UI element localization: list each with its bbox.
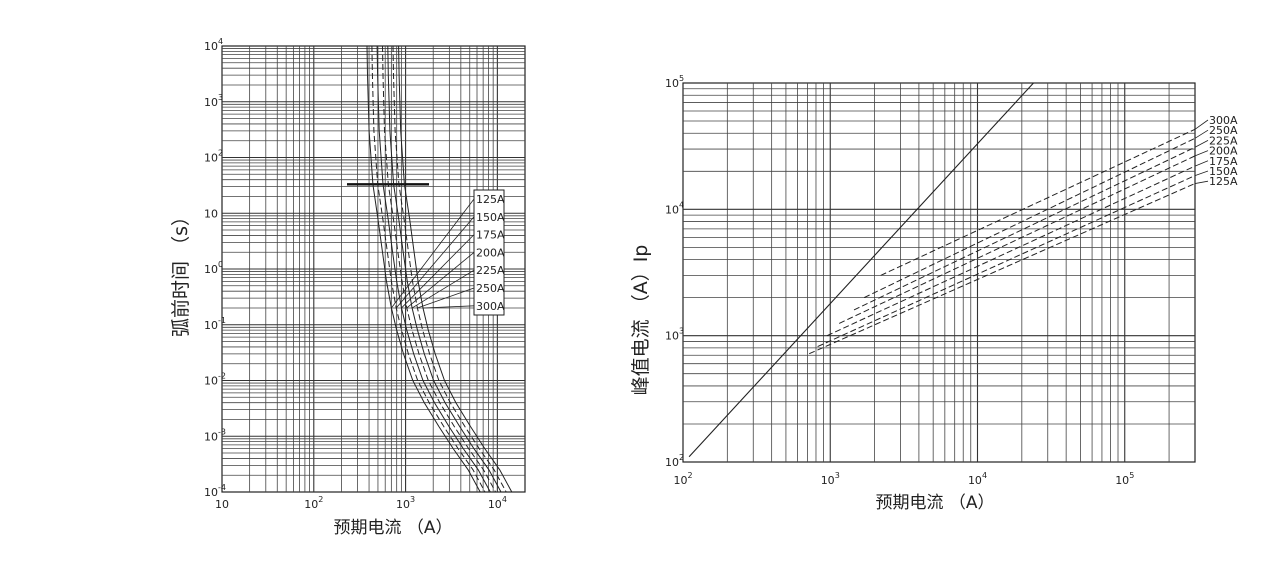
- right-y-tick-label: 103: [665, 327, 684, 343]
- left-y-tick-label: 10-4: [204, 483, 226, 499]
- left-x-axis-title: 预期电流 （A）: [333, 518, 452, 538]
- right-y-tick-label: 105: [665, 74, 684, 90]
- right-y-axis-title: 峰值电流 （A）Ip: [630, 245, 652, 396]
- right-x-tick-label: 103: [821, 471, 840, 487]
- left-legend-label: 175A: [476, 229, 505, 242]
- right-legend-leader: [1194, 119, 1209, 130]
- left-tick-labels: 10 102 103 104 104 103 102 10 100 10-1 10-2 10-3 10-…: [204, 37, 507, 511]
- right-series-150A: [817, 175, 1196, 348]
- right-legend-leader: [1194, 160, 1209, 167]
- peak-current-chart: 102 103 104 105 105 104 103 102 300A250A225A200…: [630, 74, 1238, 513]
- right-legend-leader: [1194, 140, 1209, 148]
- right-grid: [682, 82, 1196, 463]
- right-legend-leader: [1194, 180, 1209, 184]
- right-series-group: [688, 82, 1196, 458]
- left-y-tick-label: 100: [204, 260, 223, 276]
- right-reference-line: [688, 82, 1034, 458]
- left-legend-leader: [406, 252, 475, 309]
- left-legend-leader: [391, 198, 475, 309]
- right-plot-frame: [682, 82, 1196, 463]
- left-legend-leader: [401, 234, 475, 309]
- right-legend-label: 225A: [1209, 134, 1238, 147]
- left-legend-label: 125A: [476, 193, 505, 206]
- left-legend-label: 300A: [476, 300, 505, 313]
- left-x-tick-label: 10: [215, 498, 229, 511]
- left-legend: 125A 150A 175A 200A 225A 250A 300A: [391, 189, 505, 316]
- left-legend-box: [473, 189, 505, 316]
- left-series-250A: [392, 45, 507, 493]
- left-legend-label: 250A: [476, 282, 505, 295]
- left-y-tick-label: 10: [204, 207, 218, 220]
- left-y-tick-label: 103: [204, 93, 223, 109]
- pre-arc-time-chart: 10 102 103 104 104 103 102 10 100 10-1 10-2 10-3 10-…: [170, 37, 526, 538]
- left-y-tick-label: 104: [204, 37, 223, 53]
- left-legend-leader: [411, 269, 475, 309]
- right-legend-label: 175A: [1209, 155, 1238, 168]
- right-tick-labels: 102 103 104 105 105 104 103 102: [665, 74, 1134, 487]
- left-y-tick-label: 102: [204, 149, 223, 165]
- right-x-tick-label: 105: [1115, 471, 1134, 487]
- right-x-tick-label: 102: [673, 471, 692, 487]
- left-legend-label: 200A: [476, 246, 505, 259]
- left-x-tick-label: 104: [488, 495, 507, 511]
- right-legend-label: 125A: [1209, 175, 1238, 188]
- right-series-200A: [838, 155, 1196, 324]
- left-series-125A: [366, 45, 481, 493]
- left-y-tick-label: 10-1: [204, 316, 226, 332]
- left-series-150A: [371, 45, 486, 493]
- left-legend-leader: [422, 305, 475, 309]
- left-series-300A: [398, 45, 513, 493]
- right-series-300A: [880, 128, 1196, 276]
- left-legend-leader: [395, 216, 475, 309]
- right-y-tick-label: 104: [665, 200, 684, 216]
- right-series-125A: [808, 183, 1196, 355]
- right-legend-leader: [1194, 170, 1209, 176]
- left-x-tick-label: 102: [304, 495, 323, 511]
- right-series-175A: [826, 165, 1196, 337]
- right-legend-label: 250A: [1209, 124, 1238, 137]
- left-series-200A: [382, 45, 497, 493]
- left-series-225A: [387, 45, 502, 493]
- right-x-axis-title: 预期电流 （A）: [875, 493, 994, 513]
- right-x-tick-label: 104: [968, 471, 987, 487]
- left-series-group: [346, 45, 513, 493]
- left-legend-label: 150A: [476, 211, 505, 224]
- left-series-175A: [376, 45, 491, 493]
- right-legend-leader: [1194, 129, 1209, 139]
- left-y-axis-title: 弧前时间 （s）: [170, 207, 192, 337]
- left-y-tick-label: 10-2: [204, 372, 226, 388]
- left-x-tick-label: 103: [396, 495, 415, 511]
- right-legend-label: 150A: [1209, 165, 1238, 178]
- left-legend-leader: [417, 287, 475, 309]
- left-y-tick-label: 10-3: [204, 427, 226, 443]
- right-y-tick-label: 102: [665, 453, 684, 469]
- right-legend-label: 300A: [1209, 114, 1238, 127]
- right-legend-leader: [1194, 150, 1209, 157]
- left-legend-label: 225A: [476, 264, 505, 277]
- right-legend-label: 200A: [1209, 145, 1238, 158]
- right-series-250A: [863, 137, 1196, 299]
